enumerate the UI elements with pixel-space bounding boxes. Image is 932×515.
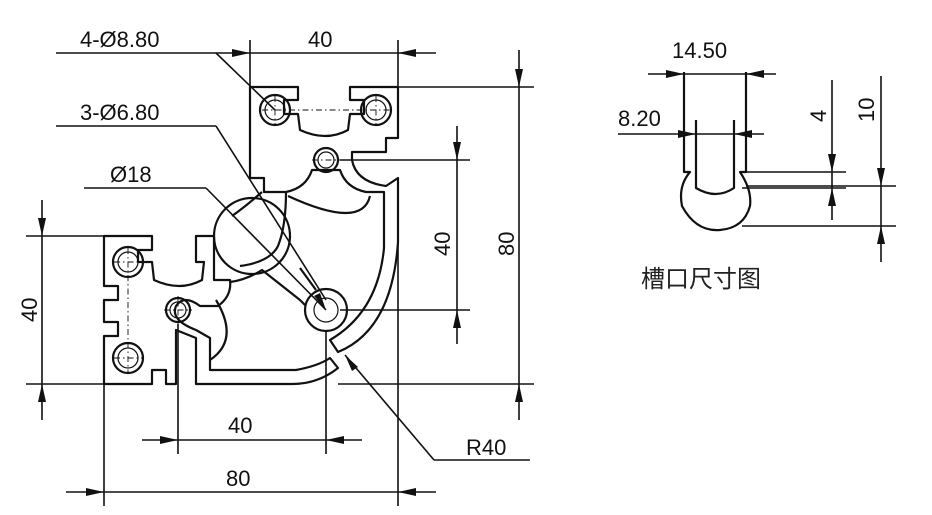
profile-outline bbox=[102, 85, 400, 386]
slot-outline bbox=[679, 72, 752, 232]
inner-arc bbox=[209, 195, 372, 361]
label-hole-mid: 3-Ø6.80 bbox=[80, 100, 160, 125]
top-arm-outline bbox=[248, 85, 400, 354]
label-dim-bottom-40: 40 bbox=[228, 413, 252, 438]
label-dim-left-40: 40 bbox=[17, 298, 42, 322]
big-bore bbox=[212, 196, 292, 276]
inner-rib bbox=[229, 191, 317, 307]
label-slot-width-outer: 14.50 bbox=[672, 38, 727, 63]
label-radius: R40 bbox=[466, 435, 506, 460]
dimension-labels: 4-Ø8.80 40 3-Ø6.80 Ø18 40 80 40 40 80 R4… bbox=[17, 27, 879, 491]
label-dim-right-80: 80 bbox=[494, 232, 519, 256]
label-hole-small: 4-Ø8.80 bbox=[80, 27, 160, 52]
dimension-lines bbox=[26, 40, 534, 506]
label-dim-bottom-80: 80 bbox=[226, 466, 250, 491]
label-slot-width-inner: 8.20 bbox=[618, 106, 661, 131]
label-slot-depth-4: 4 bbox=[806, 110, 831, 122]
label-slot-depth-10: 10 bbox=[854, 98, 879, 122]
slot-detail bbox=[618, 70, 896, 262]
label-dim-top-40: 40 bbox=[308, 27, 332, 52]
label-hole-big: Ø18 bbox=[110, 162, 152, 187]
slot-caption: 槽口尺寸图 bbox=[641, 265, 761, 293]
label-dim-right-40: 40 bbox=[430, 232, 455, 256]
